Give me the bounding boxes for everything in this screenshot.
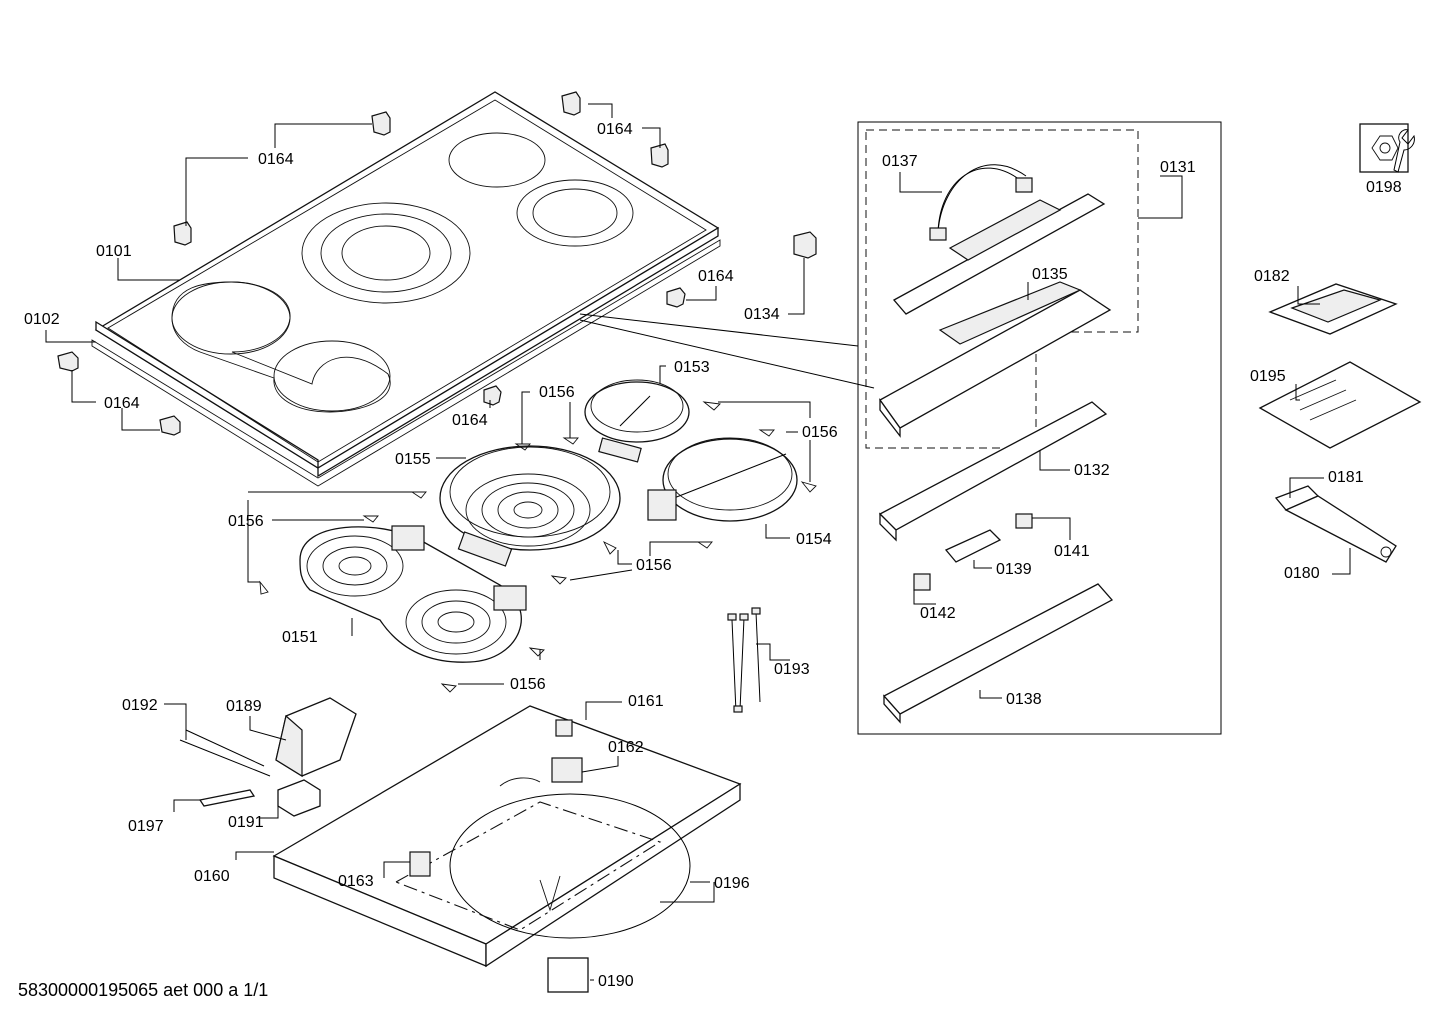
label-0198: 0198 <box>1366 179 1402 196</box>
label-0102: 0102 <box>24 311 60 328</box>
label-0135: 0135 <box>1032 266 1068 283</box>
spring-clips-0156 <box>259 401 817 693</box>
label-0151: 0151 <box>282 629 318 646</box>
heating-element-0155 <box>439 445 621 567</box>
tool-icon-0198 <box>1359 123 1415 173</box>
label-0156: 0156 <box>802 424 838 441</box>
label-0181: 0181 <box>1328 469 1364 486</box>
control-board-0137 <box>892 193 1106 315</box>
label-0164: 0164 <box>258 151 294 168</box>
scraper-0180-0181 <box>1274 485 1397 563</box>
label-0132: 0132 <box>1074 462 1110 479</box>
bracket-0197 <box>198 789 256 807</box>
label-0182: 0182 <box>1254 268 1290 285</box>
label-0196: 0196 <box>714 875 750 892</box>
rating-label-0190 <box>547 957 589 993</box>
label-0154: 0154 <box>796 531 832 548</box>
bracket-0189 <box>275 697 357 778</box>
label-0191: 0191 <box>228 814 264 831</box>
label-0142: 0142 <box>920 605 956 622</box>
document-id-footer: 58300000195065 aet 000 a 1/1 <box>18 980 269 1000</box>
label-0164: 0164 <box>452 412 488 429</box>
label-0161: 0161 <box>628 693 664 710</box>
power-board-0132 <box>878 401 1108 542</box>
heating-element-0154 <box>647 437 798 522</box>
label-0160: 0160 <box>194 868 230 885</box>
label-0134: 0134 <box>744 306 780 323</box>
label-0156: 0156 <box>636 557 672 574</box>
label-0139: 0139 <box>996 561 1032 578</box>
heating-element-0151 <box>299 525 527 663</box>
label-0156: 0156 <box>228 513 264 530</box>
label-0164: 0164 <box>597 121 633 138</box>
label-0155: 0155 <box>395 451 431 468</box>
leader-lines <box>45 103 1351 981</box>
board-0139 <box>944 529 1002 563</box>
label-0156: 0156 <box>510 676 546 693</box>
label-0141: 0141 <box>1054 543 1090 560</box>
part-number-labels: 0164 0164 0101 0102 0164 0134 0164 0164 … <box>24 121 1402 990</box>
label-0195: 0195 <box>1250 368 1286 385</box>
holder-0191 <box>277 779 321 817</box>
label-0101: 0101 <box>96 243 132 260</box>
label-0193: 0193 <box>774 661 810 678</box>
housing-0135 <box>879 281 1112 438</box>
label-0137: 0137 <box>882 153 918 170</box>
dashed-insert-0196 <box>394 801 662 931</box>
cover-0138 <box>882 583 1114 724</box>
label-0153: 0153 <box>674 359 710 376</box>
label-0131: 0131 <box>1160 159 1196 176</box>
label-0138: 0138 <box>1006 691 1042 708</box>
label-0156: 0156 <box>539 384 575 401</box>
clip-parts <box>57 91 817 436</box>
ribbon-cable-0137 <box>929 164 1033 241</box>
bottom-tray-0160 <box>272 705 742 968</box>
hardware-bag-0182 <box>1268 283 1398 335</box>
label-0164: 0164 <box>104 395 140 412</box>
label-0190: 0190 <box>598 973 634 990</box>
screw-bag-0195 <box>1258 361 1422 449</box>
label-0180: 0180 <box>1284 565 1320 582</box>
grommet-0163 <box>409 851 431 877</box>
label-0163: 0163 <box>338 873 374 890</box>
label-0192: 0192 <box>122 697 158 714</box>
fastener-0161 <box>555 719 573 737</box>
cooktop-seal-frame <box>91 239 721 487</box>
cooktop-glass-plate <box>94 91 720 478</box>
label-0197: 0197 <box>128 818 164 835</box>
sensor-0142 <box>913 573 931 591</box>
connector-0141 <box>1015 513 1033 529</box>
label-0189: 0189 <box>226 698 262 715</box>
cable-set-0193 <box>727 607 761 713</box>
socket-0162 <box>551 757 583 783</box>
cable-0192 <box>179 729 271 777</box>
heating-element-0153 <box>584 379 690 463</box>
label-0164: 0164 <box>698 268 734 285</box>
label-0162: 0162 <box>608 739 644 756</box>
